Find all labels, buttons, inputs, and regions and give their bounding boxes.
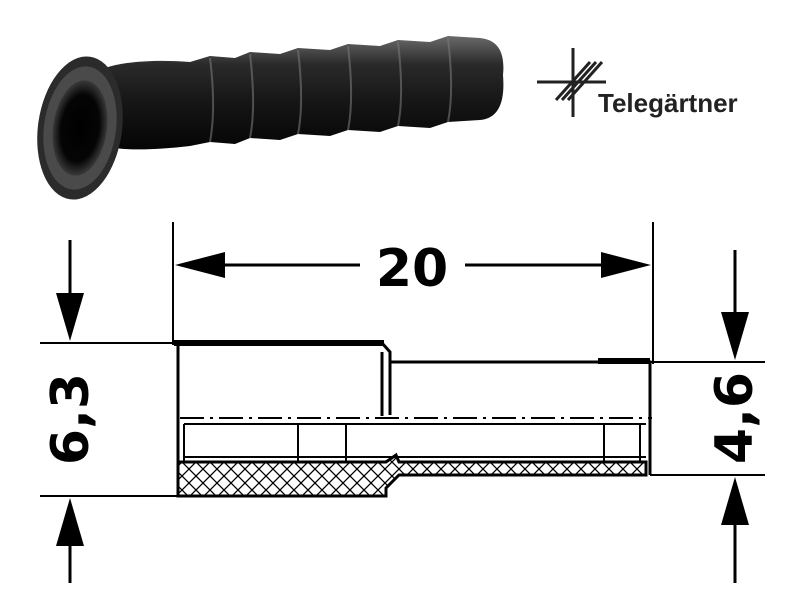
outer-diameter-label: 6,3 — [41, 373, 101, 465]
technical-drawing: 20 6,3 4,6 — [40, 222, 765, 583]
telegaertner-logo-icon — [537, 48, 606, 117]
product-photo — [37, 36, 504, 200]
brand-name: Telegärtner — [598, 88, 738, 118]
inner-diameter-dimension: 4,6 — [705, 250, 765, 583]
part-section — [174, 340, 652, 498]
outer-diameter-dimension: 6,3 — [41, 240, 101, 583]
length-dimension-label: 20 — [376, 239, 448, 299]
inner-diameter-label: 4,6 — [705, 372, 765, 464]
length-dimension: 20 — [175, 239, 651, 299]
